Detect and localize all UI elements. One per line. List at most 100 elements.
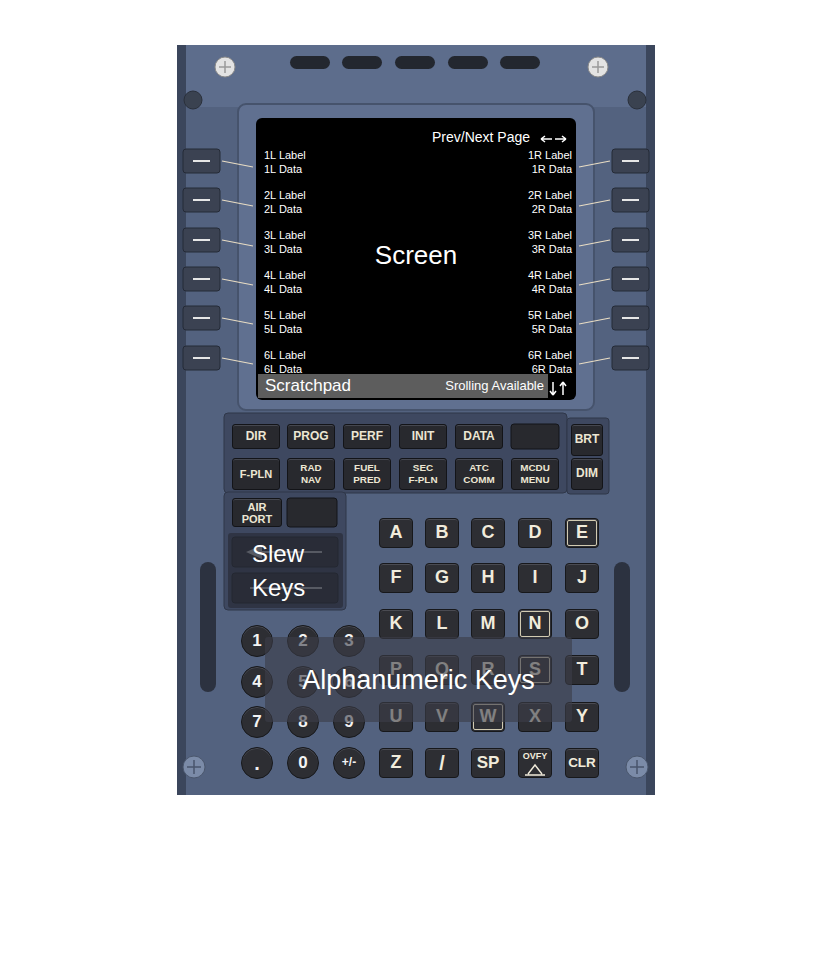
sensor-slot [448, 56, 488, 69]
line-label: 6L Data [264, 363, 302, 376]
alpha-key: L [425, 609, 459, 639]
key-legend: G [435, 568, 449, 588]
function-key: DIR [232, 424, 280, 449]
screw-slot [219, 61, 231, 73]
function-key: PROG [287, 424, 335, 449]
callout-text: Slew Keys [252, 537, 332, 605]
key-legend: 1 [252, 632, 261, 651]
panel-housing [177, 45, 655, 795]
alpha-key: N [518, 609, 552, 639]
line-label: 2L Data [264, 203, 302, 216]
line-label: 4L Data [264, 283, 302, 296]
line-label: 1R Label [528, 149, 572, 162]
key-legend: Y [576, 707, 588, 727]
key-legend: 4 [252, 673, 261, 692]
line-label: 6L Label [264, 349, 306, 362]
callout-overlay: Slew Keys [228, 533, 343, 608]
blank-key [511, 424, 559, 449]
key-dash [622, 161, 639, 358]
numeric-key: 0 [287, 747, 319, 779]
key-legend: RAD NAV [288, 462, 334, 486]
key-legend: E [576, 523, 588, 543]
function-key: ATC COMM [455, 458, 503, 490]
scratchpad-line: ScratchpadSrolling Available [258, 374, 548, 398]
function-key: DIM [571, 458, 603, 490]
function-key: INIT [399, 424, 447, 449]
alpha-key: B [425, 518, 459, 548]
key-legend: I [532, 568, 537, 588]
key-legend: +/- [342, 756, 356, 769]
function-key: PERF [343, 424, 391, 449]
arrow-symbol [541, 136, 552, 142]
screw [184, 91, 202, 109]
line-label: 2L Label [264, 189, 306, 202]
key-legend: T [577, 660, 588, 680]
function-key: BRT [571, 424, 603, 456]
function-key: FUEL PRED [343, 458, 391, 490]
scratchpad-text: Srolling Available [445, 378, 544, 394]
line-label: 4R Label [528, 269, 572, 282]
alpha-key: M [471, 609, 505, 639]
key-legend: DIM [576, 467, 598, 480]
key-legend: PROG [293, 430, 328, 443]
key-legend: H [482, 568, 495, 588]
panel-header [185, 45, 647, 107]
arrow-symbol [555, 136, 566, 142]
line-label: 1L Data [264, 163, 302, 176]
key-legend: 0 [298, 754, 307, 773]
alpha-key: / [425, 748, 459, 778]
line-label: 5R Data [532, 323, 572, 336]
key-legend: SP [477, 754, 500, 773]
alpha-key: Z [379, 748, 413, 778]
alpha-key: A [379, 518, 413, 548]
numeric-key: +/- [333, 747, 365, 779]
key-legend: M [481, 614, 496, 634]
callout-text: Alphanumeric Keys [302, 664, 535, 696]
screen-title: Screen [256, 240, 576, 270]
line-label: 5L Label [264, 309, 306, 322]
line-label: 3R Data [532, 243, 572, 256]
side-grip [200, 562, 216, 692]
callout-overlay: Alphanumeric Keys [265, 637, 572, 722]
arrow-symbol [560, 382, 566, 395]
screw [215, 57, 235, 77]
numeric-key: . [241, 747, 273, 779]
page-hint: Prev/Next Page [432, 129, 530, 145]
overfly-triangle [525, 765, 545, 775]
key-legend: 7 [252, 713, 261, 732]
key-legend: AIR PORT [234, 501, 280, 525]
screen-bezel [238, 104, 594, 410]
alpha-key: H [471, 563, 505, 593]
line-label: 5R Label [528, 309, 572, 322]
alpha-key: O [565, 609, 599, 639]
screw-slot [592, 61, 604, 73]
key-legend: ATC COMM [456, 462, 502, 486]
key-legend: PERF [351, 430, 383, 443]
key-legend: F [391, 568, 402, 588]
screw-slot [187, 760, 201, 774]
screw [626, 756, 648, 778]
function-key: SEC F-PLN [399, 458, 447, 490]
alpha-key: CLR [565, 748, 599, 778]
key-legend: CLR [568, 756, 596, 771]
alpha-key: K [379, 609, 413, 639]
key-legend: L [437, 614, 448, 634]
key-legend: OVFY [523, 752, 548, 762]
key-legend: BRT [575, 433, 600, 446]
line-label: 1R Data [532, 163, 572, 176]
alpha-key: F [379, 563, 413, 593]
alpha-key: J [565, 563, 599, 593]
side-grip [614, 562, 630, 692]
screw [588, 57, 608, 77]
leader-line [222, 161, 253, 364]
key-legend: DATA [463, 430, 495, 443]
key-dash [193, 161, 210, 358]
sensor-slot [500, 56, 540, 69]
brightness-key-well [567, 418, 609, 494]
alpha-key: OVFY [518, 748, 552, 778]
alpha-key: G [425, 563, 459, 593]
key-legend: J [577, 568, 587, 588]
key-legend: Z [391, 753, 402, 773]
alpha-key: SP [471, 748, 505, 778]
function-key: MCDU MENU [511, 458, 559, 490]
